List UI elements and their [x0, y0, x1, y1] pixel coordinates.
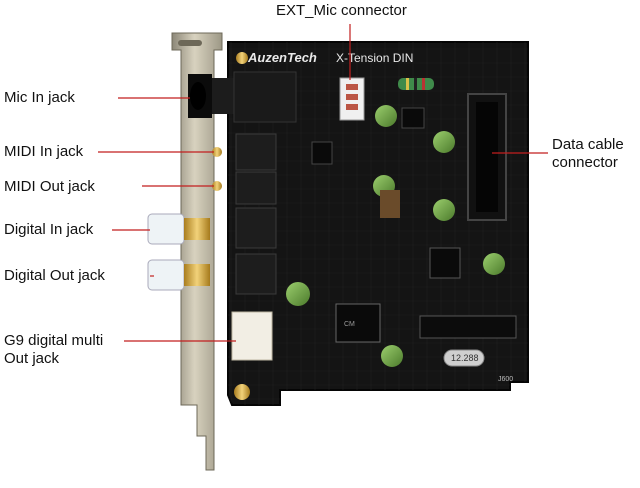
ext-mic-header [339, 77, 365, 121]
label-data-cable: Data cable connector [552, 136, 624, 171]
capacitors [286, 105, 505, 367]
midi-out-port [212, 171, 277, 205]
mount-screw-bottom [234, 384, 250, 400]
midi-in-port [212, 133, 277, 171]
label-mic-in: Mic In jack [4, 89, 75, 106]
brand-text: AuzenTech [247, 50, 317, 65]
connector-block [233, 71, 297, 123]
jumper-text: J600 [498, 376, 513, 383]
crystal: 12.288 [443, 349, 485, 367]
label-midi-out: MIDI Out jack [4, 178, 95, 195]
digital-in-rca [147, 207, 277, 249]
digital-out-rca [147, 253, 277, 295]
crystal-text: 12.288 [451, 353, 479, 363]
label-digital-out: Digital Out jack [4, 267, 105, 284]
label-ext-mic: EXT_Mic connector [276, 2, 407, 19]
chip-text: CM [344, 321, 355, 328]
pcb-board: AuzenTech X-Tension DIN [227, 41, 529, 406]
ic-chips: CM [311, 107, 517, 343]
pointer-lines [98, 24, 548, 342]
metal-bracket [171, 32, 223, 471]
model-text: X-Tension DIN [336, 51, 413, 65]
g9-multi-out [231, 311, 273, 361]
mount-screw-top [236, 52, 248, 64]
label-midi-in: MIDI In jack [4, 143, 84, 160]
label-g9-out: G9 digital multi Out jack [4, 332, 104, 367]
label-digital-in: Digital In jack [4, 221, 94, 238]
resistor [398, 78, 434, 90]
data-cable-header [467, 93, 507, 221]
